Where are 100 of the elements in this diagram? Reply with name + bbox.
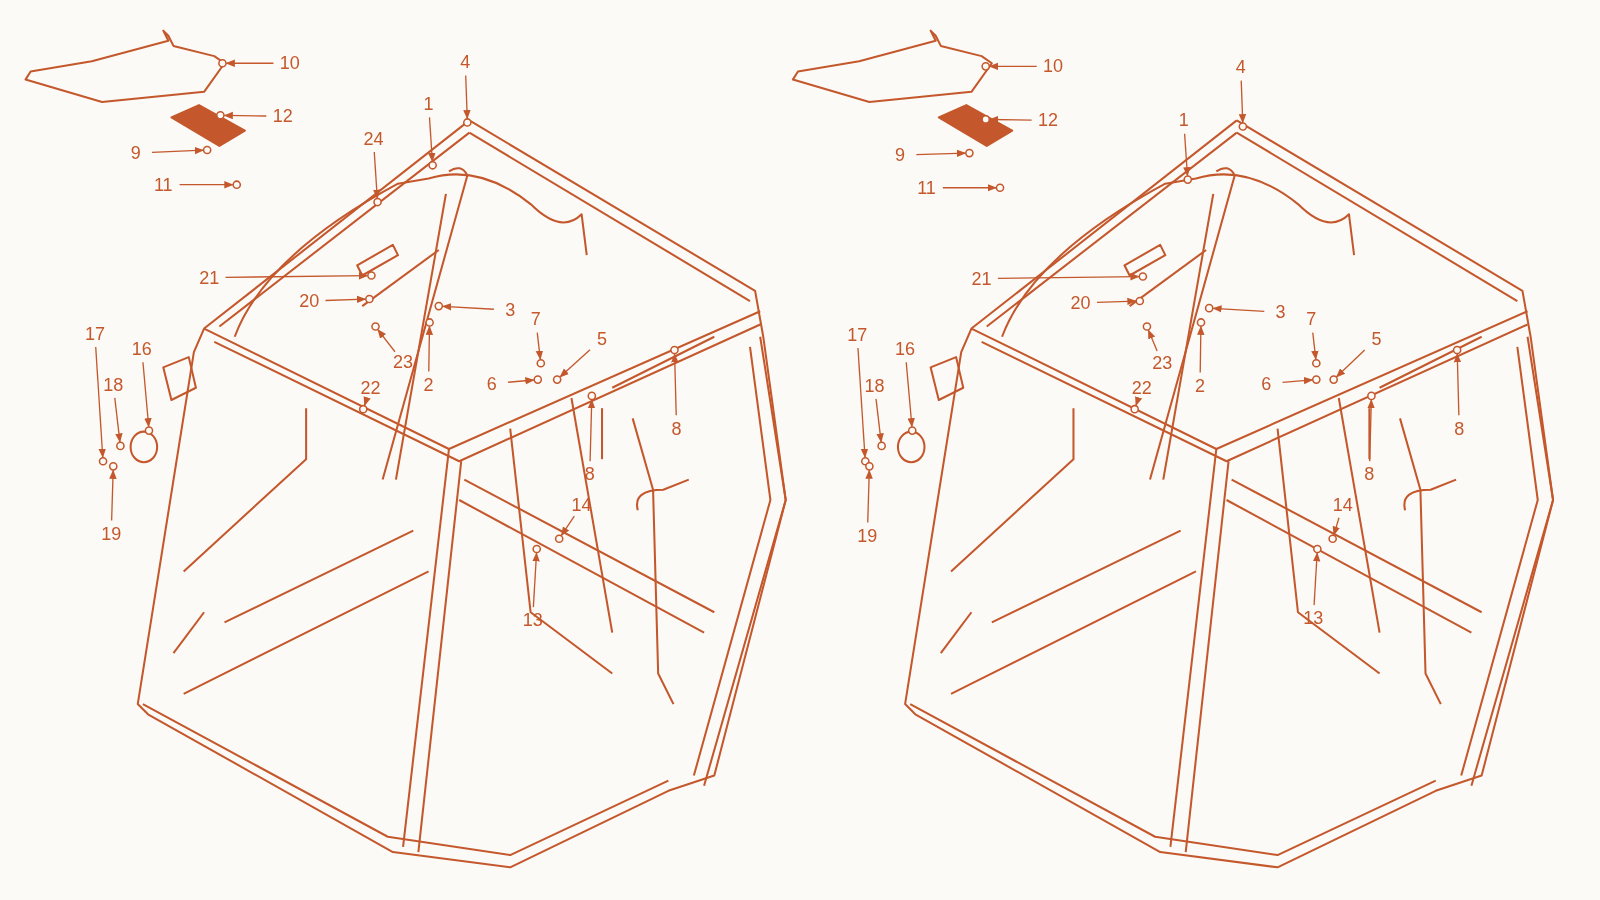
leader-line — [1335, 349, 1366, 378]
fastener-part — [365, 294, 374, 304]
callout-number: 8 — [584, 465, 595, 484]
leader-line — [223, 111, 267, 120]
callout-number: 5 — [597, 329, 608, 348]
callout-number: 9 — [895, 146, 905, 165]
fastener-part — [108, 462, 118, 471]
fastener-part — [98, 456, 108, 466]
callout-number: 22 — [1131, 378, 1152, 397]
leader-line — [463, 74, 471, 120]
leader-line — [1212, 305, 1265, 313]
leader-line — [560, 515, 575, 537]
leader-line — [532, 552, 540, 608]
callout-number: 16 — [895, 339, 916, 358]
leader-line — [377, 329, 396, 353]
fastener-part — [1328, 534, 1337, 544]
leader-line — [95, 346, 106, 459]
leader-line — [1135, 396, 1143, 407]
callout-number: 17 — [84, 324, 105, 343]
callout-number: 18 — [103, 375, 124, 394]
callout-number: 19 — [101, 524, 122, 543]
fastener-part — [981, 62, 991, 71]
callout-number: 12 — [272, 107, 293, 126]
leader-line — [373, 151, 381, 199]
leader-line — [942, 184, 997, 192]
callout-number: 1 — [1178, 111, 1189, 130]
leader-line — [1311, 331, 1319, 361]
leader-line — [1238, 79, 1247, 124]
fastener-part — [371, 322, 380, 331]
leader-line — [535, 331, 544, 361]
fastener-part — [1238, 122, 1248, 131]
fastener-part — [1313, 544, 1322, 554]
callout-number: 5 — [1371, 329, 1382, 348]
leader-line — [151, 146, 204, 155]
fastener-part — [116, 441, 125, 451]
leader-line — [1147, 329, 1158, 352]
fastener-part — [965, 148, 974, 158]
fastener-part — [981, 115, 991, 124]
leader-line — [587, 399, 596, 462]
leader-line — [875, 398, 884, 443]
leader-line — [363, 396, 371, 407]
leader-line — [559, 349, 591, 378]
fastener-part — [1204, 303, 1214, 313]
leader-line — [988, 115, 1033, 124]
callout-number: 21 — [971, 269, 992, 288]
leader-line — [1281, 376, 1314, 385]
callout-number: 20 — [1070, 294, 1091, 313]
callout-number: 4 — [460, 53, 471, 72]
fastener-part — [1130, 404, 1140, 414]
fastener-part — [670, 345, 679, 355]
callout-number: 11 — [917, 178, 936, 197]
fastener-part — [218, 58, 227, 68]
fastener-part — [552, 375, 562, 384]
fastener-part — [1329, 375, 1338, 384]
callout-number: 19 — [857, 526, 878, 545]
callout-number: 8 — [671, 419, 682, 438]
fastener-part — [1142, 322, 1152, 331]
fastener-part — [1196, 318, 1206, 327]
callout-number: 21 — [199, 268, 220, 287]
callout-number: 3 — [1275, 303, 1286, 322]
callout-number: 20 — [299, 292, 320, 310]
callout-number: 6 — [1261, 374, 1272, 393]
callout-number: 16 — [131, 339, 152, 358]
callout-number: 23 — [1152, 354, 1173, 373]
leader-line — [425, 325, 434, 373]
callout-number: 22 — [360, 378, 381, 397]
fastener-part — [536, 358, 546, 368]
fastener-part — [1183, 175, 1193, 184]
fastener-part — [358, 404, 368, 414]
leader-line — [988, 62, 1038, 71]
callout-number: 1 — [423, 95, 434, 114]
callout-number: 13 — [1303, 609, 1324, 628]
callout-number: 13 — [522, 611, 543, 630]
callout-number: 23 — [393, 353, 414, 372]
callout-number: 6 — [486, 374, 497, 393]
leader-line — [1453, 353, 1462, 416]
fastener-part — [554, 534, 564, 544]
leader-line — [441, 303, 495, 311]
fastener-part — [532, 544, 542, 554]
callout-number: 18 — [864, 376, 885, 395]
leader-line — [1183, 133, 1191, 177]
callout-number: 12 — [1037, 111, 1058, 130]
fastener-part — [1312, 375, 1321, 384]
leader-line — [114, 397, 123, 443]
callout-number: 14 — [571, 496, 592, 515]
fastener-part — [587, 391, 597, 401]
leader-line — [1367, 399, 1375, 462]
callout-number: 8 — [1364, 465, 1375, 484]
fastener-part — [434, 301, 444, 311]
leader-line — [905, 361, 915, 428]
fastener-part — [877, 441, 886, 451]
leader-line — [224, 272, 369, 280]
leader-line — [109, 469, 117, 522]
callout-number: 7 — [530, 310, 541, 329]
callout-number: 7 — [1306, 310, 1317, 329]
leader-line — [915, 149, 967, 158]
leader-line — [428, 116, 436, 163]
leader-line — [225, 59, 275, 67]
leader-line — [142, 361, 152, 428]
fastener-part — [367, 271, 376, 280]
